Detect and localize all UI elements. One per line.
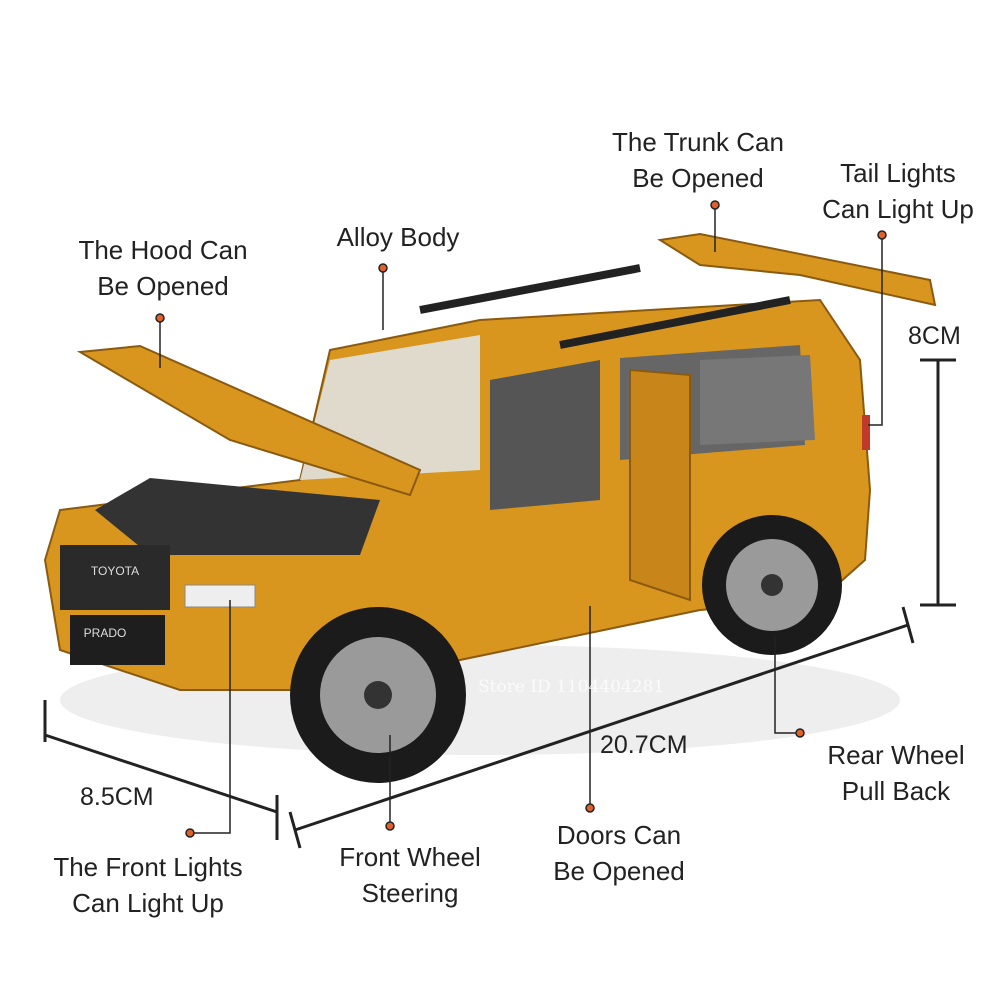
callout-line: Alloy Body [336, 222, 460, 252]
callout-line: Be Opened [632, 163, 764, 193]
grille-brand: TOYOTA [91, 564, 139, 578]
suv-body: TOYOTA PRADO [43, 232, 937, 691]
callout-line: Front Wheel [339, 842, 481, 872]
tail-light [862, 415, 870, 450]
callout-line: Rear Wheel [827, 740, 965, 770]
front-wheel [290, 607, 466, 783]
callout-line: The Hood Can [78, 235, 248, 265]
rear-wheel [702, 515, 842, 655]
callout-doors: Doors Can Be Opened [553, 817, 685, 889]
callout-line: Be Opened [553, 856, 685, 886]
callout-line: Can Light Up [822, 194, 974, 224]
length-dimension: 20.7CM [600, 731, 688, 759]
callout-line: The Trunk Can [612, 127, 784, 157]
headlight [184, 584, 256, 608]
callout-hood: The Hood Can Be Opened [78, 232, 247, 304]
callout-line: Steering [361, 878, 459, 908]
store-watermark: Store ID 1104404281 [478, 677, 665, 697]
callout-trunk: The Trunk Can Be Opened [612, 124, 784, 196]
width-dimension: 8.5CM [80, 783, 154, 811]
callout-line: Be Opened [97, 271, 229, 301]
plate-text: PRADO [84, 626, 127, 640]
callout-alloy-body: Alloy Body [337, 219, 460, 255]
dimension-lines [43, 358, 956, 849]
callout-line: Doors Can [556, 820, 682, 850]
leader-lines [159, 205, 883, 834]
callout-line: Pull Back [841, 776, 951, 806]
callout-line: Tail Lights [840, 158, 956, 188]
callout-line: Can Light Up [72, 888, 224, 918]
height-dimension: 8CM [908, 322, 961, 350]
grille [60, 545, 170, 610]
leader-dots [155, 200, 887, 838]
callout-line: The Front Lights [53, 852, 243, 882]
